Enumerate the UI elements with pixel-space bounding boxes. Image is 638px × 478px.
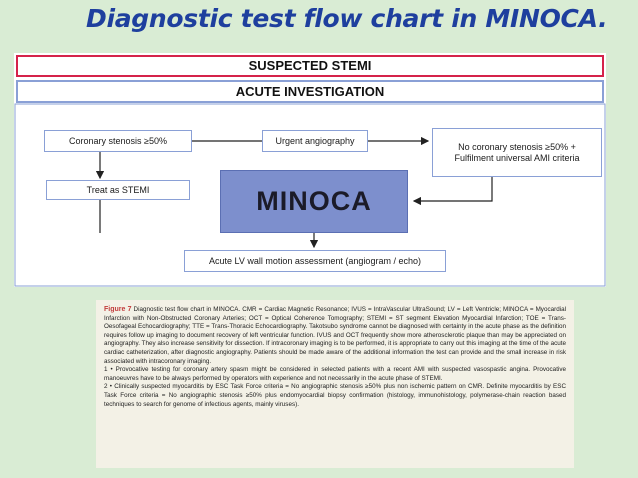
node-coronary-stenosis: Coronary stenosis ≥50%: [44, 130, 192, 152]
node-treat-as-stemi: Treat as STEMI: [46, 180, 190, 200]
node-no-coronary-stenosis: No coronary stenosis ≥50% + Fulfilment u…: [432, 128, 602, 177]
banner-acute-investigation: ACUTE INVESTIGATION: [16, 80, 604, 103]
caption-paragraph-1: Figure 7 Diagnostic test flow chart in M…: [104, 306, 566, 366]
node-urgent-angiography-label: Urgent angiography: [275, 135, 355, 146]
caption-paragraph-1-text: Diagnostic test flow chart in MINOCA. CM…: [104, 306, 567, 365]
node-lv-wall-motion: Acute LV wall motion assessment (angiogr…: [184, 250, 446, 272]
node-minoca: MINOCA: [220, 170, 408, 233]
node-no-coronary-stenosis-label: No coronary stenosis ≥50% + Fulfilment u…: [454, 141, 580, 163]
node-coronary-stenosis-label: Coronary stenosis ≥50%: [69, 135, 167, 146]
arrow-to-minoca: [412, 177, 493, 206]
caption-paragraph-2: 1 • Provocative testing for coronary art…: [104, 366, 566, 382]
node-lv-wall-motion-label: Acute LV wall motion assessment (angiogr…: [209, 255, 421, 266]
caption-paragraph-3: 2 • Clinically suspected myocarditis by …: [104, 383, 566, 408]
flowchart: SUSPECTED STEMI ACUTE INVESTIGATION Coro…: [14, 53, 606, 287]
node-treat-as-stemi-label: Treat as STEMI: [86, 184, 150, 195]
figure-label: Figure 7: [104, 306, 132, 313]
figure-caption: Figure 7 Diagnostic test flow chart in M…: [96, 300, 574, 468]
diagram-frame: [14, 103, 606, 287]
slide-title: Diagnostic test flow chart in MINOCA.: [86, 4, 608, 33]
banner-suspected-stemi: SUSPECTED STEMI: [16, 55, 604, 77]
node-urgent-angiography: Urgent angiography: [262, 130, 368, 152]
